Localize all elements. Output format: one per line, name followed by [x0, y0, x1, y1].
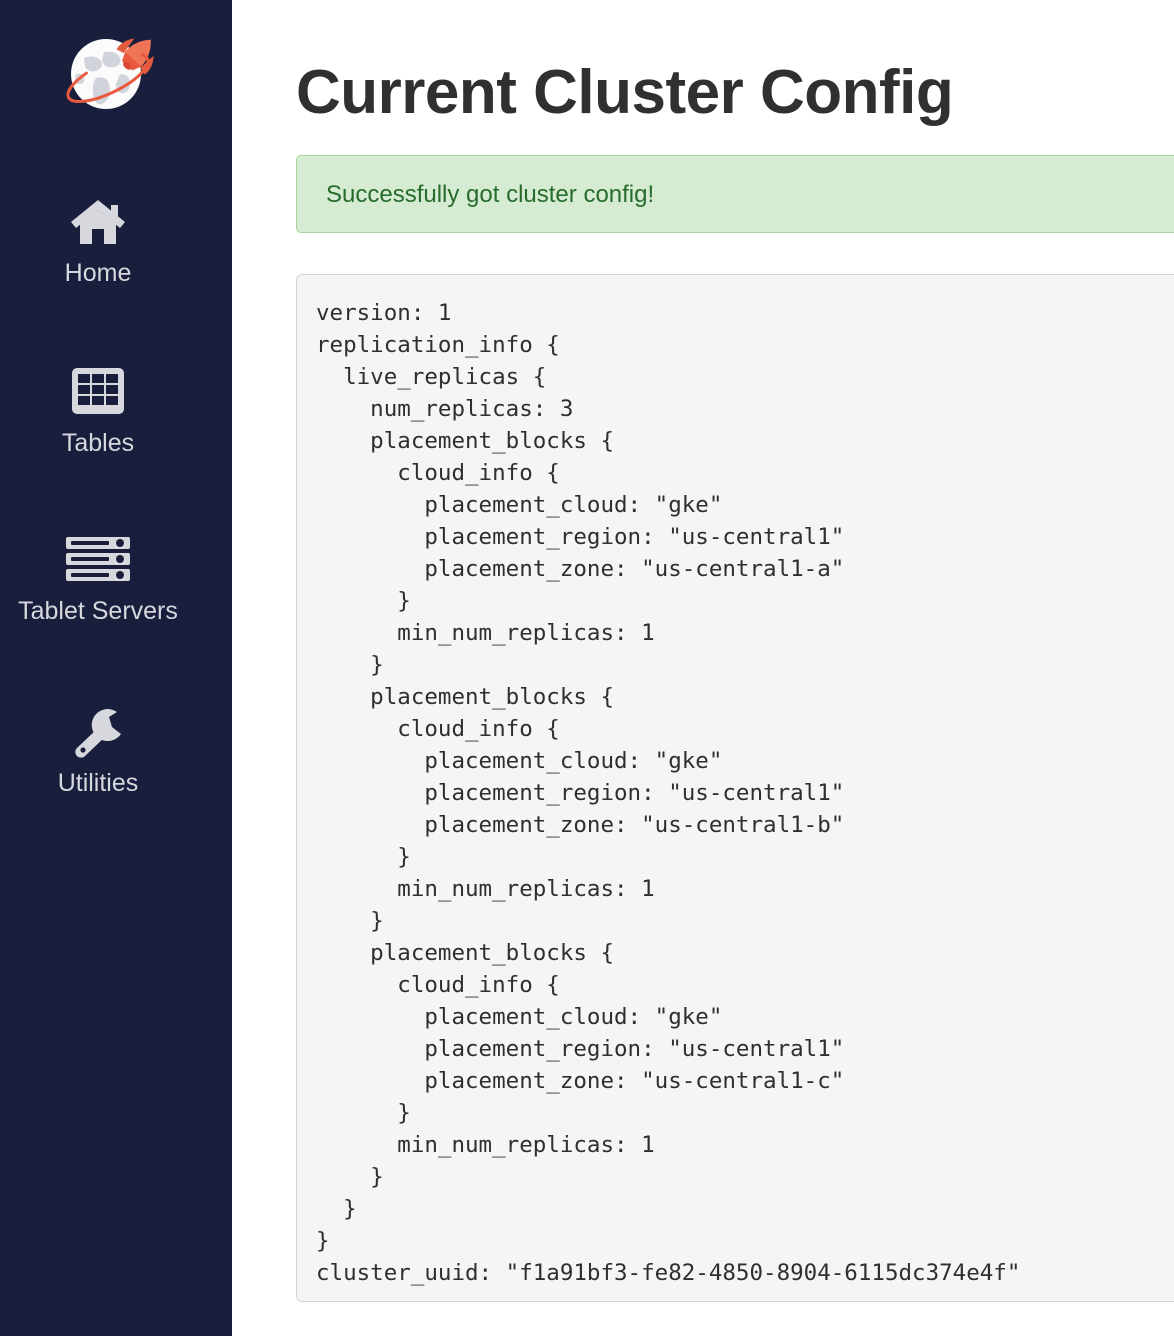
home-icon — [0, 196, 196, 252]
server-rack-icon — [0, 534, 196, 590]
sidebar-item-tablet-servers[interactable]: Tablet Servers — [0, 534, 196, 626]
table-grid-icon — [0, 366, 196, 422]
sidebar-item-label-tables: Tables — [61, 429, 135, 457]
rocket-globe-logo[interactable] — [54, 18, 166, 130]
cluster-config-text[interactable]: version: 1 replication_info { live_repli… — [316, 300, 1021, 1286]
sidebar-item-home[interactable]: Home — [0, 196, 196, 288]
sidebar: Home — [0, 0, 232, 1336]
sidebar-item-label-tablet-servers: Tablet Servers — [18, 597, 178, 625]
wrench-icon — [0, 706, 196, 762]
sidebar-item-label-utilities: Utilities — [57, 769, 139, 797]
sidebar-item-label-home: Home — [64, 259, 132, 287]
status-alert-success: Successfully got cluster config! — [296, 155, 1174, 233]
sidebar-item-utilities[interactable]: Utilities — [0, 706, 196, 798]
page-title: Current Cluster Config — [296, 58, 954, 127]
main-content: Current Cluster Config Successfully got … — [232, 0, 1174, 1336]
cluster-config-panel: version: 1 replication_info { live_repli… — [296, 274, 1174, 1302]
sidebar-item-tables[interactable]: Tables — [0, 366, 196, 458]
